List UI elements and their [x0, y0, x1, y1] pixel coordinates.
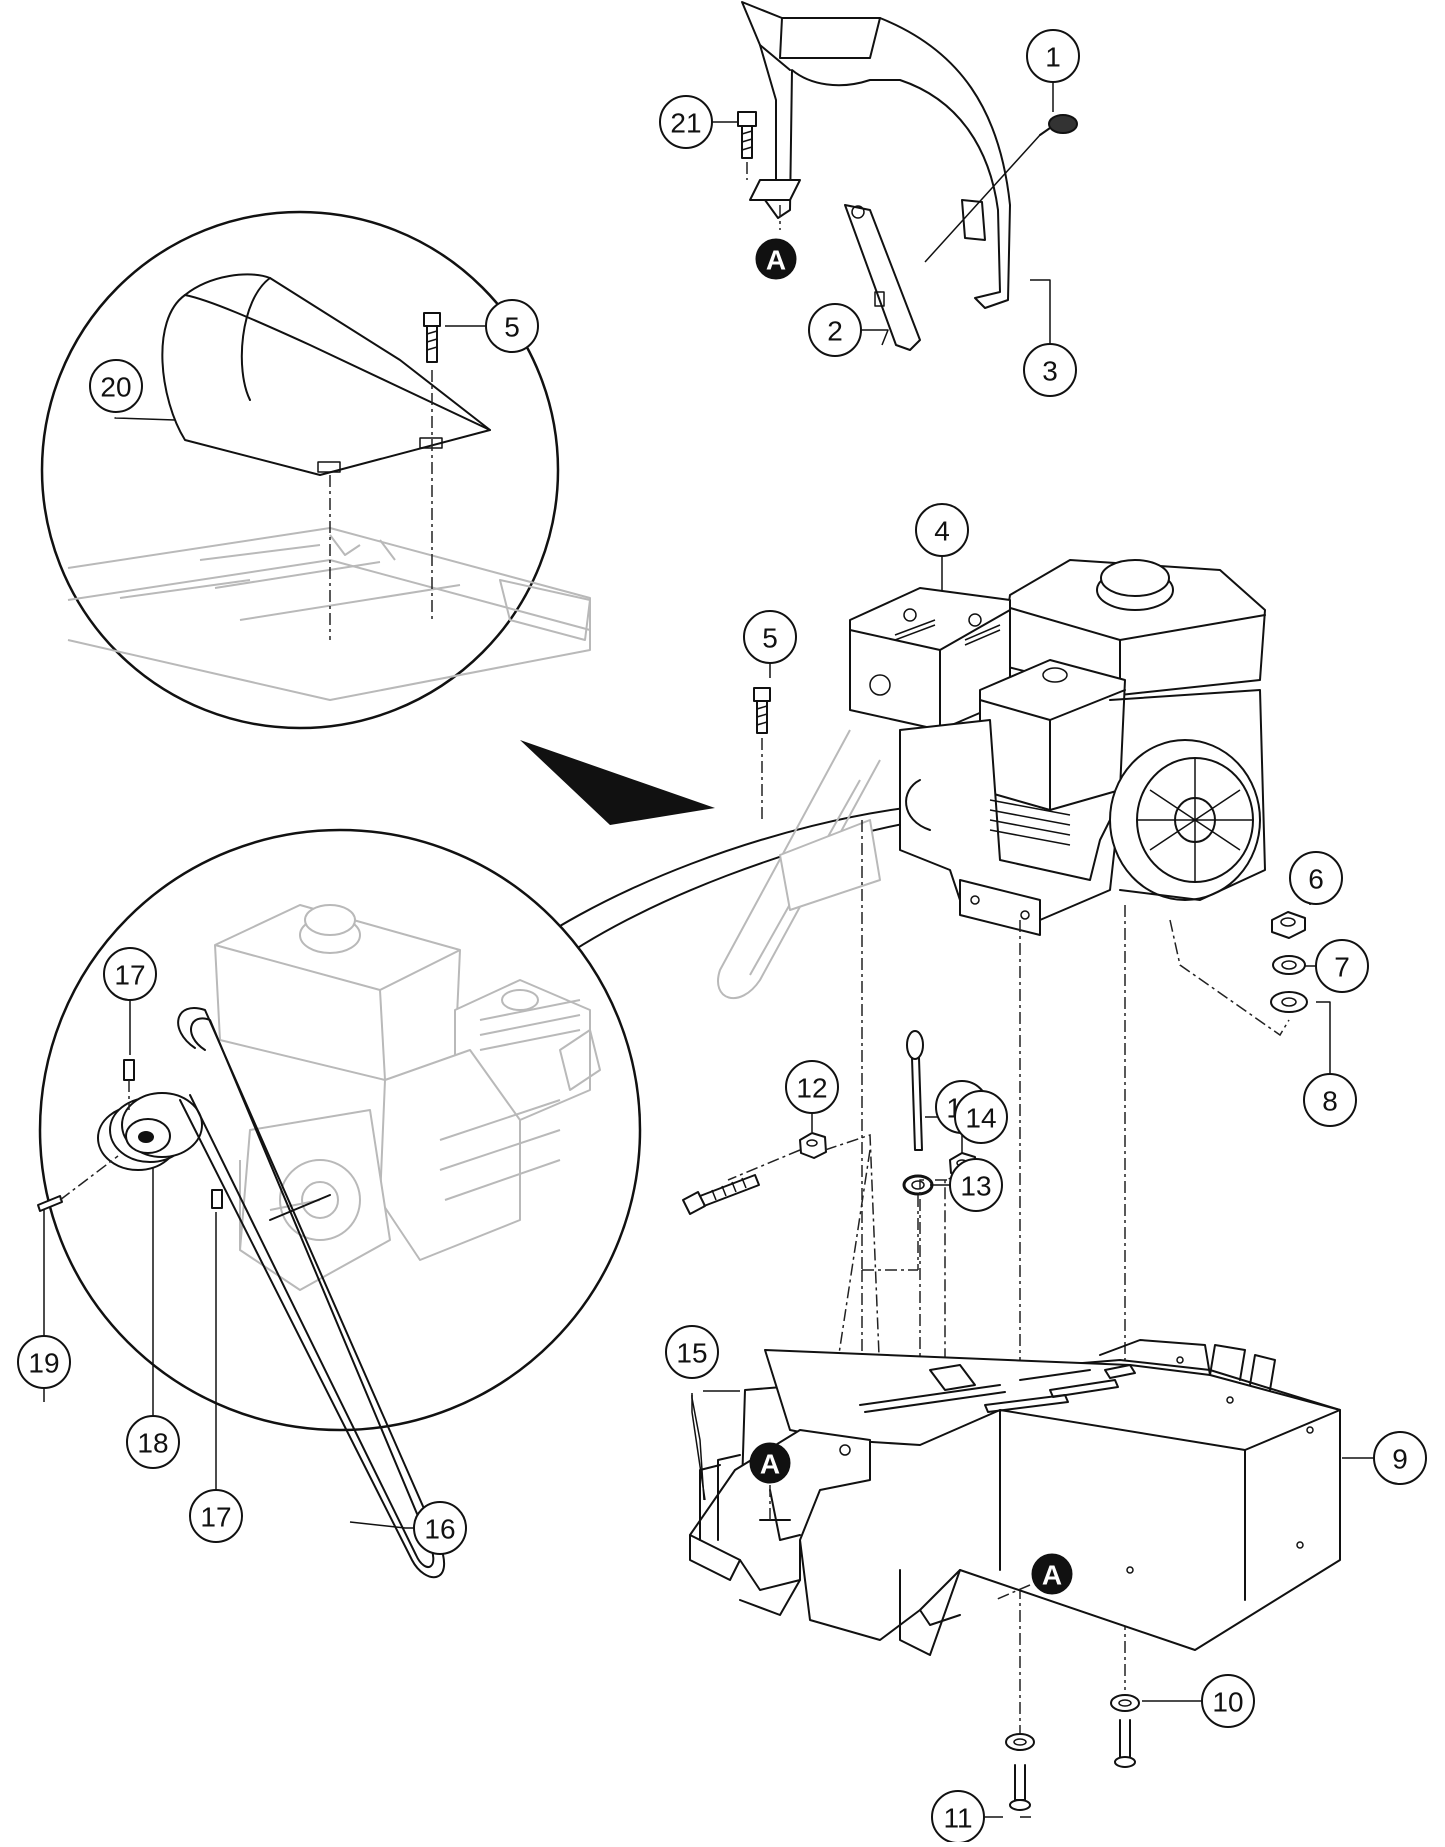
- callout-number: 15: [676, 1338, 707, 1369]
- callout-number: 17: [200, 1502, 231, 1533]
- reference-mark-a-handle: A: [755, 238, 797, 280]
- hitch-pin: [906, 1030, 924, 1151]
- flat-washer-8: [1270, 991, 1308, 1013]
- callout-number: 18: [137, 1428, 168, 1459]
- callout-number: 20: [100, 372, 131, 403]
- pulley: [97, 1092, 203, 1171]
- reference-mark-label: A: [766, 245, 786, 276]
- setscrew-bottom: [211, 1189, 223, 1209]
- callout-number: 7: [1334, 952, 1350, 983]
- callout-number: 1: [1045, 42, 1061, 73]
- callout-2: 2: [808, 303, 862, 357]
- setscrew-top: [123, 1059, 135, 1081]
- callout-number: 13: [960, 1171, 991, 1202]
- carriage-bolt-11: [1009, 1764, 1031, 1811]
- callout-number: 6: [1308, 864, 1324, 895]
- callout-17-bottom: 17: [189, 1489, 243, 1543]
- carriage-bolt-10: [1114, 1719, 1136, 1768]
- handle-bracket: [741, 1, 1011, 309]
- callout-number: 10: [1212, 1687, 1243, 1718]
- callout-number: 4: [934, 516, 950, 547]
- callout-number: 5: [504, 312, 520, 343]
- callout-21: 21: [659, 95, 713, 149]
- callout-5-engine: 5: [743, 610, 797, 664]
- callout-number: 19: [28, 1348, 59, 1379]
- carriage-bolt: [682, 1174, 760, 1215]
- reference-mark-label: A: [1042, 1560, 1062, 1591]
- engine-pulley-inset: [38, 804, 951, 1432]
- reference-mark-a-frame-left: A: [749, 1442, 791, 1484]
- callout-16: 16: [413, 1501, 467, 1555]
- callout-13: 13: [949, 1158, 1003, 1212]
- callout-9: 9: [1373, 1431, 1427, 1485]
- callout-number: 9: [1392, 1444, 1408, 1475]
- callout-number: 12: [796, 1073, 827, 1104]
- callout-number: 21: [670, 108, 701, 139]
- lock-washer-7: [1272, 955, 1306, 975]
- engine: [717, 559, 1266, 1000]
- callout-12-left: 12: [785, 1060, 839, 1114]
- knob: [1039, 114, 1078, 136]
- callout-number: 5: [762, 623, 778, 654]
- callout-number: 16: [424, 1514, 455, 1545]
- star-washer-11: [1005, 1733, 1035, 1751]
- callout-11: 11: [931, 1790, 985, 1844]
- pulley-key: [37, 1195, 63, 1212]
- callout-6: 6: [1289, 851, 1343, 905]
- callout-17-top: 17: [103, 947, 157, 1001]
- callout-7: 7: [1315, 939, 1369, 993]
- callout-number: 11: [943, 1803, 972, 1834]
- reference-mark-label: A: [760, 1449, 780, 1480]
- callout-5-detail: 5: [485, 299, 539, 353]
- frame: [689, 1339, 1341, 1656]
- belt-guard: [161, 273, 491, 476]
- engine-bolt: [753, 687, 771, 734]
- callout-number: 3: [1042, 356, 1058, 387]
- callout-number: 2: [827, 316, 843, 347]
- callout-number: 17: [114, 960, 145, 991]
- callout-number: 8: [1322, 1086, 1338, 1117]
- control-lever: [844, 204, 921, 351]
- reference-mark-a-frame-right: A: [1031, 1553, 1073, 1595]
- hex-nut-6: [1271, 911, 1306, 939]
- detail-bolt: [423, 312, 441, 363]
- handle-bolt: [737, 111, 757, 159]
- callout-8: 8: [1303, 1073, 1357, 1127]
- callout-4: 4: [915, 503, 969, 557]
- callout-20: 20: [89, 359, 143, 413]
- callout-14: 14: [954, 1090, 1008, 1144]
- belt-guard-detail-inset: [40, 210, 715, 825]
- callout-15: 15: [665, 1325, 719, 1379]
- star-washer-10: [1110, 1694, 1140, 1712]
- callout-1: 1: [1026, 29, 1080, 83]
- leader-lines: [43, 58, 1374, 1818]
- hex-nut-12-left: [799, 1132, 827, 1159]
- callout-19: 19: [17, 1335, 71, 1389]
- callout-3: 3: [1023, 343, 1077, 397]
- grommet: [902, 1174, 934, 1196]
- callout-number: 14: [965, 1103, 996, 1134]
- callout-10: 10: [1201, 1674, 1255, 1728]
- callout-18: 18: [126, 1415, 180, 1469]
